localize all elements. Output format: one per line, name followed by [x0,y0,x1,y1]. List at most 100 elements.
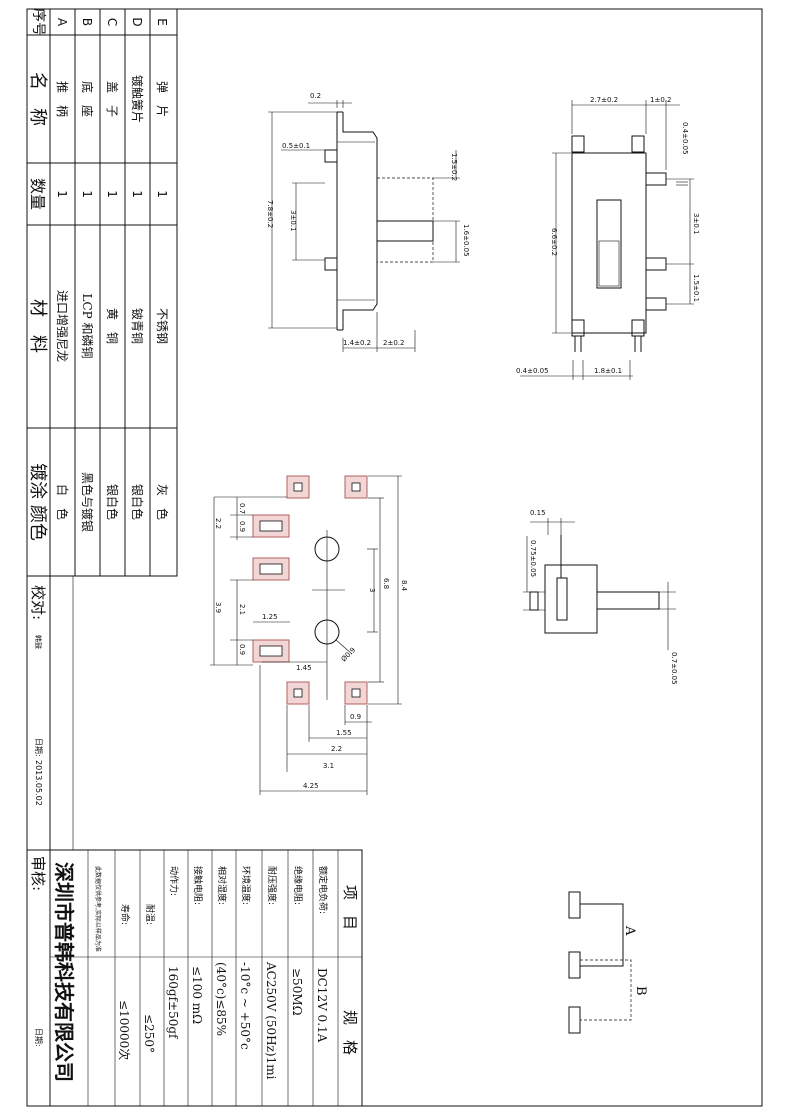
footprint-dim-label: 1.25 [262,613,278,621]
company-name: 深圳市普韩科技有限公司 [52,862,76,1082]
footprint-dim-label: 4.25 [303,782,319,790]
spec-item: 环境温度: [240,866,252,905]
footprint-dim-label: 0.9 [238,644,246,655]
footprint-dim-label: 6.8 [382,578,390,589]
bom-row-qty: 1 [55,190,69,198]
bom-row-plating: 黑色与镀银 [80,472,94,532]
spec-item: 动作力: [168,866,180,896]
knob-dim-label: 0.7±0.05 [670,652,678,685]
check-label: 校对: [29,585,47,620]
bom-row-no: E [155,18,169,26]
front-dim-label: 1.8±0.1 [594,367,622,375]
knob-dim-label: 0.75±0.05 [529,540,537,577]
spec-item: 耐压强度: [266,866,278,905]
spec-item: 额定电负荷: [317,866,329,914]
bom-row-material: 黄 铜 [105,308,120,344]
footprint-dim-label: 0.9 [350,713,361,721]
sheet-border [26,8,763,1107]
side-dim-label: 7.8±0.2 [266,200,274,228]
bom-row-no: A [55,18,69,27]
date-label: 日期: [34,738,43,757]
bom-row-no: D [130,17,144,26]
bom-row-material: 不锈钢 [155,308,169,344]
footprint-dim-label: 3.1 [323,762,334,770]
audit-label: 审核: [29,856,47,891]
spec-header-spec: 规 格 [341,1010,359,1055]
side-dim-label: 0.5±0.1 [282,142,310,150]
spec-value: ≥50MΩ [290,968,304,1016]
bom-row-name: 镀触簧片 [130,75,145,123]
footprint-dim-label: 8.4 [400,580,408,592]
schematic-label-b: B [633,986,648,996]
knob-detail-drawing: 0.15 0.75±0.05 0.7±0.05 [523,509,678,685]
spec-value: ≤250° [142,1014,156,1053]
spec-value: -10°c ~ +50°c [238,962,252,1050]
bom-row-plating: 灰 色 [155,484,169,520]
schematic-drawing: A B [568,891,648,1034]
front-dim-label: 3±0.1 [692,213,700,234]
audit-date-label: 日期: [34,1028,43,1047]
bom-row-material: 铍青铜 [130,308,145,344]
bom-row-no: B [80,18,94,26]
spec-value: AC250V (50Hz)1mi [264,961,278,1080]
check-value: 韩鼓 [34,635,43,649]
spec-value: 160gf±50gf [166,966,180,1040]
footprint-dim-label: 3 [368,588,376,592]
bom-row-plating: 银白色 [105,484,120,520]
bom-header-no: 序号 [30,8,46,36]
bom-row-qty: 1 [105,190,119,198]
spec-header-item: 项 目 [341,885,359,930]
front-dim-label: 1±0.2 [650,96,671,104]
side-dim-label: 0.2 [310,92,321,100]
spec-item: 绝缘电阻: [292,866,304,905]
front-dim-label: 1.5±0.1 [692,274,700,302]
spec-value: ≤10000次 [117,1000,131,1060]
side-dim-label: 2±0.2 [383,339,404,347]
footprint-drawing: 0.7 0.9 2.2 3.9 2.1 1.25 0.9 1.45 3 6.8 … [210,475,408,795]
footprint-dim-label: Ø0.9 [340,646,357,663]
footprint-dim-label: 3.9 [214,602,222,613]
footprint-dim-label: 2.2 [331,745,342,753]
spec-item: 相对湿度: [216,866,228,905]
knob-dim-label: 0.15 [530,509,546,517]
spec-value: DC12V 0.1A [315,968,329,1043]
bom-row-no: C [105,18,119,26]
date-value: 2013.05.02 [34,760,43,806]
footprint-dim-label: 1.45 [296,664,312,672]
bom-row-name: 底 座 [80,81,95,117]
spec-value: ≤100 mΩ [190,966,204,1024]
front-view-drawing: 2.7±0.2 1±0.2 0.4±0.05 6.6±0.2 3±0.1 1.5… [516,96,700,380]
bom-row-material: LCP 和磷铜 [80,293,95,358]
side-dim-label: 1.4±0.2 [343,339,371,347]
footprint-dim-label: 0.9 [238,521,246,532]
front-dim-label: 2.7±0.2 [590,96,618,104]
front-dim-label: 0.4±0.05 [681,122,689,155]
side-dim-label: 3±0.1 [289,210,297,231]
side-dim-label: 1.5±0.2 [450,153,458,181]
front-dim-label: 6.6±0.2 [550,228,558,256]
footprint-dim-label: 0.7 [238,503,246,514]
spec-item: 寿命: [119,904,131,925]
bom-header-qty: 数量 [28,178,47,210]
front-dim-label: 0.4±0.05 [516,367,549,375]
bom-row-qty: 1 [155,190,169,198]
bom-row-plating: 白 色 [55,484,70,520]
bom-row-name: 推 柄 [55,81,69,117]
schematic-label-a: A [622,925,637,936]
bom-row-qty: 1 [130,190,144,198]
spec-item: 接触电阻: [192,866,204,905]
spec-table: 深圳市普韩科技有限公司 项 目 规 格 额定电负荷: DC12V 0.1A 绝缘… [49,849,363,1107]
bom-row-material: 进口增强尼龙 [55,290,69,362]
bom-row-qty: 1 [80,190,94,198]
spec-value: (40°c)≤85% [214,962,228,1036]
bom-row-name: 弹 片 [155,81,169,117]
side-dim-label: 1.6±0.05 [462,224,470,257]
footprint-dim-label: 2.1 [238,604,246,615]
side-view-drawing: 0.2 0.5±0.1 7.8±0.2 3±0.1 1.5±0.2 1.6±0.… [266,92,470,352]
bom-row-plating: 银白色 [130,484,145,520]
bom-row-name: 盖 子 [105,81,119,117]
spec-note: 此数据仅供参考,实际以样品为准 [94,866,102,952]
spec-item: 耐温: [144,904,156,925]
bom-table: 序号 名 称 数量 材 料 镀涂 颜色 A 推 柄 1 进口增强尼龙 白 色 B… [26,8,178,577]
